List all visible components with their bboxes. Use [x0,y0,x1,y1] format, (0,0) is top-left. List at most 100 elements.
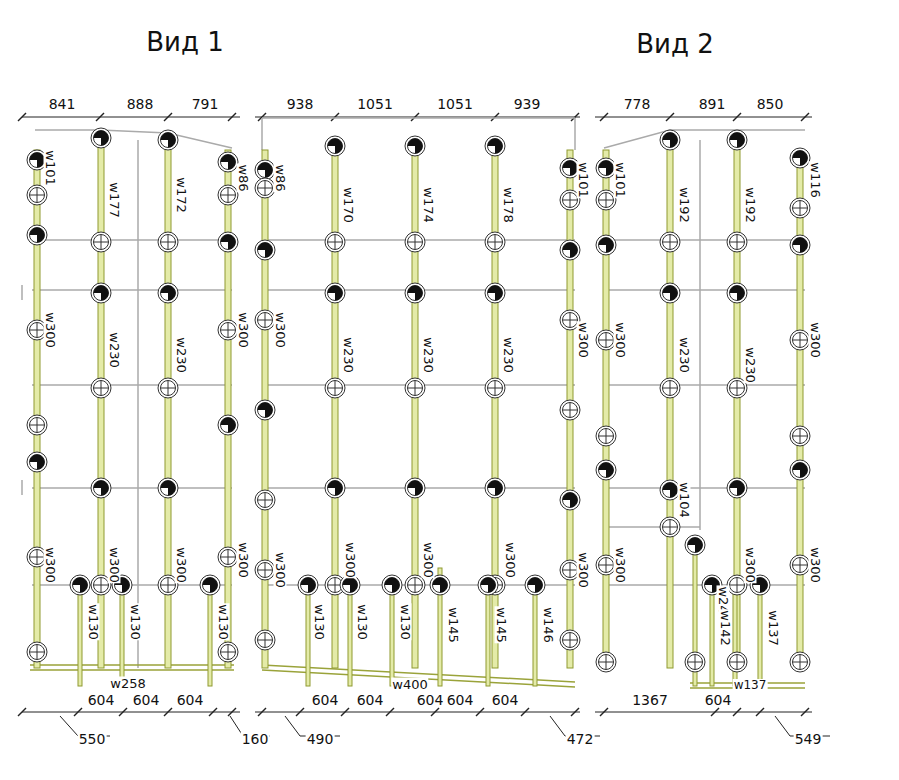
crossed-node [790,555,810,575]
profile-label: w101 [577,161,590,198]
dimension-ticks [18,113,809,716]
half-filled-node [158,283,178,303]
crossed-node [158,232,178,252]
crossed-node [405,378,425,398]
half-filled-node [325,283,345,303]
short-post [758,580,762,686]
half-filled-node [218,232,238,252]
profile-label: w230 [744,346,757,383]
profile-label: w170 [342,186,355,223]
profile-label: w174 [422,186,435,223]
profile-label: w300 [577,321,590,358]
profile-label: w178 [502,186,515,223]
profile-label: w172 [175,176,188,213]
profile-label: w145 [495,606,508,643]
dimension-text: 490 [306,732,335,746]
half-filled-node [685,535,705,555]
half-filled-node [660,130,680,150]
steel-column [603,150,609,668]
tick [18,708,26,716]
half-filled-node [298,575,318,595]
tick [431,708,439,716]
crossed-node [685,652,705,672]
tick [600,708,608,716]
half-filled-node [727,130,747,150]
half-filled-node [255,160,275,180]
half-filled-node [485,478,505,498]
dimension-text: 604 [704,693,733,707]
half-filled-node [27,225,47,245]
view-title: Вид 2 [635,31,715,57]
crossed-node [660,517,680,537]
crossed-node [790,426,810,446]
profile-label: w86 [237,163,250,192]
half-filled-node [485,136,505,156]
half-filled-node [727,478,747,498]
dimension-text: 604 [87,693,116,707]
profile-label: w230 [108,331,121,368]
dimension-text: 550 [78,732,107,746]
half-filled-node [790,148,810,168]
half-filled-node [596,460,616,480]
crossed-node [660,232,680,252]
view-title: Вид 1 [145,29,225,55]
crossed-node [218,547,238,567]
profile-label: w300 [344,541,357,578]
profile-label: w145 [447,606,460,643]
profile-label: w300 [422,541,435,578]
crossed-node [255,630,275,650]
profile-label: w130 [399,603,412,640]
steel-column [797,150,803,668]
steel-column [225,150,231,668]
tick [521,708,529,716]
tick [164,113,172,121]
tick [74,708,82,716]
tick [296,708,304,716]
crossed-node [405,232,425,252]
profile-label: w146 [542,606,555,643]
dimension-text: w258 [109,677,146,690]
dimension-text: 604 [311,693,340,707]
profile-label: w230 [175,336,188,373]
profile-label: w192 [678,186,691,223]
tick [411,113,419,121]
profile-label: w130 [87,603,100,640]
half-filled-node [255,400,275,420]
tick [756,708,764,716]
dimension-text: 604 [416,693,445,707]
dimension-text: 604 [491,693,520,707]
crossed-node [596,652,616,672]
tick [491,113,499,121]
crossed-node [790,330,810,350]
half-filled-node [405,283,425,303]
crossed-node [790,198,810,218]
dimension-text: 888 [126,97,155,111]
short-post [78,580,82,686]
profile-label: w300 [274,551,287,588]
profile-label: w130 [356,603,369,640]
tick [119,708,127,716]
profile-label: w300 [614,321,627,358]
connection-symbols [27,128,810,672]
half-filled-node [560,240,580,260]
dimension-text: 604 [356,693,385,707]
crossed-node [218,320,238,340]
profile-label: w300 [744,546,757,583]
dimension-text: 604 [446,693,475,707]
crossed-node [91,232,111,252]
profile-label: w86 [274,163,287,192]
crossed-node [27,642,47,662]
profile-label: w130 [129,603,142,640]
half-filled-node [27,452,47,472]
half-filled-node [325,136,345,156]
short-post [120,580,124,686]
tick [733,708,741,716]
half-filled-node [158,130,178,150]
crossed-node [727,232,747,252]
crossed-node [790,652,810,672]
crossed-node [27,415,47,435]
crossed-node [325,378,345,398]
crossed-node [485,232,505,252]
